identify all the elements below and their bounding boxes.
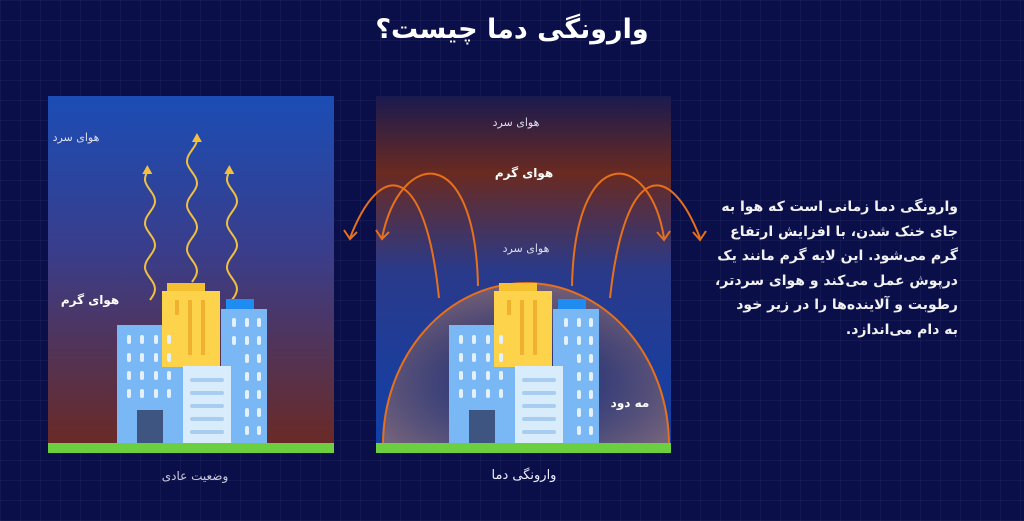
normal-cold-air-label: هوای سرد bbox=[52, 131, 100, 144]
inversion-panel bbox=[343, 96, 707, 453]
ground bbox=[48, 443, 334, 453]
arrowhead-icon bbox=[191, 133, 202, 142]
inversion-cold-air-bottom-label: هوای سرد bbox=[502, 242, 550, 255]
wavy-arrow bbox=[185, 139, 199, 283]
rising-warm-air-arrows bbox=[142, 133, 239, 301]
trapped-air-arrows bbox=[343, 172, 707, 299]
smog-label: مه دود bbox=[610, 396, 650, 410]
description-line: گرم می‌شود. این لایه گرم مانند یک bbox=[717, 248, 958, 264]
description-line: درپوش عمل می‌کند و هوای سردتر، bbox=[715, 272, 958, 289]
inversion-warm-air-label: هوای گرم bbox=[494, 166, 554, 180]
description-line: رطوبت و آلاینده‌ها را در زیر خود bbox=[736, 297, 958, 313]
wavy-arrow bbox=[143, 171, 157, 301]
description-line: جای خنک شدن، با افزایش ارتفاع bbox=[730, 223, 958, 240]
description-line: وارونگی دما زمانی است که هوا به bbox=[721, 199, 958, 215]
normal-panel bbox=[48, 96, 334, 453]
inversion-cold-air-top-label: هوای سرد bbox=[492, 116, 540, 129]
page-title: وارونگی دما چیست؟ bbox=[375, 14, 649, 45]
arrow-left-outer bbox=[349, 184, 440, 299]
normal-warm-air-label: هوای گرم bbox=[60, 293, 120, 307]
inversion-caption: وارونگی دما bbox=[491, 468, 557, 483]
wavy-arrow bbox=[225, 171, 239, 301]
description-text: وارونگی دما زمانی است که هوا به جای خنک … bbox=[715, 195, 958, 342]
arrowhead-icon bbox=[224, 165, 235, 174]
normal-caption: وضعیت عادی bbox=[161, 469, 229, 483]
description-line: به دام می‌اندازد. bbox=[845, 321, 958, 338]
arrowhead-icon bbox=[142, 165, 153, 174]
ground bbox=[376, 443, 671, 453]
arrow-right-outer bbox=[609, 184, 701, 299]
